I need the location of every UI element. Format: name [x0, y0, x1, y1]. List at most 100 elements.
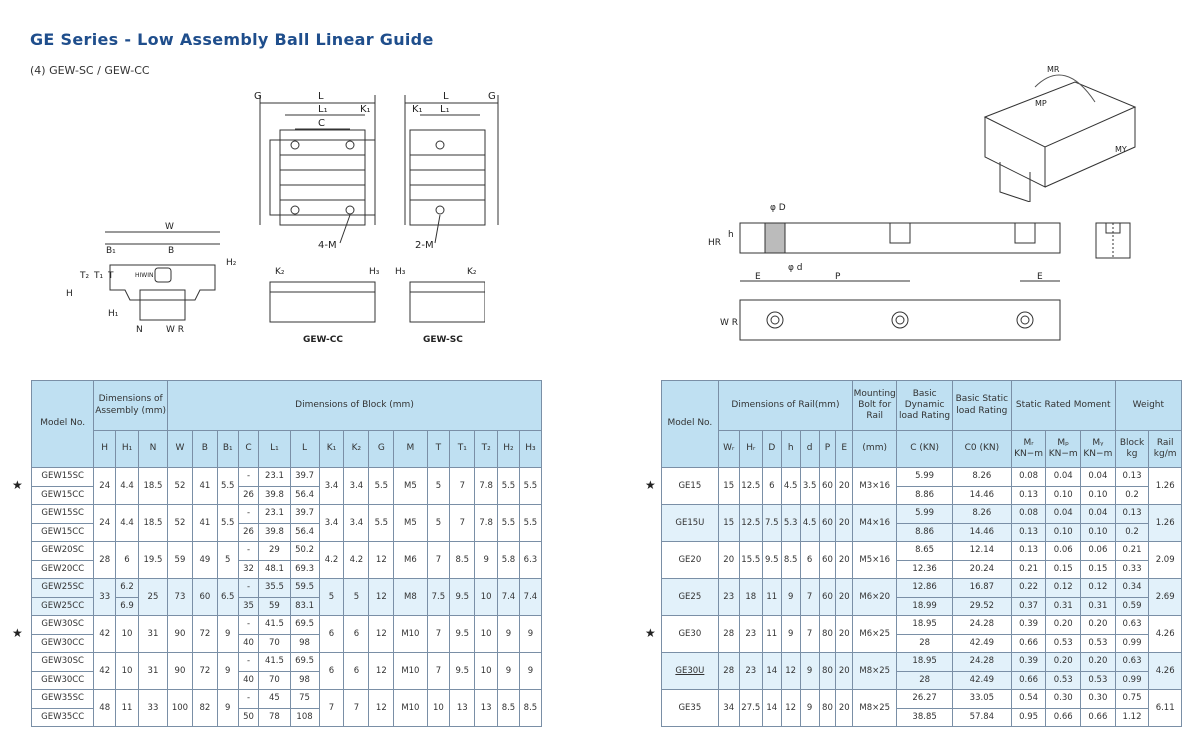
cell-block: 0.13 [1114, 467, 1150, 487]
cell-d: 7 [799, 578, 820, 616]
cell-l: 56.4 [289, 485, 320, 505]
cell-n: 31 [137, 615, 169, 653]
cell-my: 0.15 [1080, 559, 1116, 579]
cell-c: 35 [237, 596, 260, 616]
cell-mp: 0.53 [1045, 633, 1082, 653]
cell-w: 52 [167, 467, 193, 505]
rail-col-header-mr: Mᵣ KN−m [1010, 430, 1047, 468]
cell-e: 20 [835, 578, 854, 616]
cell-w: 59 [167, 541, 193, 579]
cell-mr: 0.95 [1010, 707, 1047, 727]
block-col-header: T [426, 430, 451, 468]
cell-l: 83.1 [289, 596, 320, 616]
header-model-no: Model No. [30, 380, 95, 468]
label-T2: T₂ [79, 271, 89, 281]
rail-col-header-my: Mᵧ KN−m [1080, 430, 1116, 468]
cell-t: 7.5 [426, 578, 451, 616]
caption-gew-cc: GEW-CC [303, 335, 343, 345]
cell-my: 0.20 [1080, 652, 1116, 672]
cell-mr: 0.39 [1010, 615, 1047, 635]
cell-m: M5 [393, 504, 428, 542]
cell-t: 5 [426, 504, 451, 542]
cell-c: 5.99 [896, 467, 953, 487]
cell-c: 18.95 [896, 615, 953, 635]
cell-b: 49 [191, 541, 218, 579]
header-block: Dimensions of Block (mm) [167, 380, 542, 431]
cell-my: 0.53 [1080, 633, 1116, 653]
model-cell: GEW15SC [30, 467, 95, 487]
model-cell: GEW15CC [30, 522, 95, 542]
cell-l1: 29 [258, 541, 291, 561]
rail-col-header: E [835, 430, 854, 468]
page-title: GE Series - Low Assembly Ball Linear Gui… [30, 30, 434, 49]
label-WR-rail: W R [720, 318, 738, 328]
cell-c0: 14.46 [951, 485, 1012, 505]
cell-d: 7.5 [761, 504, 782, 542]
rail-model-cell[interactable]: GE30U [661, 652, 719, 690]
cell-d: 11 [761, 578, 782, 616]
cell-b1: 9 [216, 652, 239, 690]
cell-c: 50 [237, 707, 260, 727]
cell-c: 26.27 [896, 689, 953, 709]
cell-c: - [237, 689, 260, 709]
cell-my: 0.53 [1080, 670, 1116, 690]
cell-k1: 6 [318, 615, 345, 653]
cell-my: 0.10 [1080, 522, 1116, 542]
cell-h2: 5.5 [497, 504, 520, 542]
cell-e: 20 [835, 541, 854, 579]
cell-g: 12 [368, 652, 395, 690]
cell-d: 14 [761, 652, 782, 690]
label-4M: 4-M [318, 240, 337, 251]
cell-block: 0.33 [1114, 559, 1150, 579]
label-G: G [254, 91, 262, 102]
cell-k1: 6 [318, 652, 345, 690]
cell-block: 0.2 [1114, 485, 1150, 505]
cell-mr: 0.13 [1010, 485, 1047, 505]
label-L1-sc: L₁ [440, 104, 450, 115]
cell-t: 7 [426, 652, 451, 690]
cell-d: 3.5 [799, 467, 820, 505]
cell-l: 69.3 [289, 559, 320, 579]
cell-m: M8 [393, 578, 428, 616]
block-col-header: G [368, 430, 395, 468]
label-MP: MP [1035, 99, 1047, 108]
cell-c: 40 [237, 633, 260, 653]
cell-my: 0.12 [1080, 578, 1116, 598]
cell-t2: 9 [474, 541, 499, 579]
cell-h3: 9 [518, 615, 543, 653]
cell-h1: 10 [115, 652, 139, 690]
rail-drawing: φ D φ d h HR E P E W R [708, 203, 1061, 341]
cell-h3: 5.5 [518, 467, 543, 505]
header-mounting-bolt: Mounting Bolt for Rail [852, 380, 898, 431]
cell-t: 10 [426, 689, 451, 727]
cell-c: 12.36 [896, 559, 953, 579]
cell-d: 9 [799, 652, 820, 690]
cell-h: 24 [93, 467, 117, 505]
label-K2-sc: K₂ [467, 267, 477, 277]
block-3d-moment-drawing: MR MP MY [983, 65, 1137, 202]
cell-b: 72 [191, 652, 218, 690]
cell-l: 108 [289, 707, 320, 727]
cell-block: 0.59 [1114, 596, 1150, 616]
header-weight: Weight [1114, 380, 1183, 431]
cell-t2: 10 [474, 615, 499, 653]
cell-mp: 0.10 [1045, 485, 1082, 505]
cell-h: 33 [93, 578, 117, 616]
cell-w: 73 [167, 578, 193, 616]
cell-h2: 5.5 [497, 467, 520, 505]
cell-l: 69.5 [289, 652, 320, 672]
cell-n: 33 [137, 689, 169, 727]
rail-model-cell: GE20 [661, 541, 719, 579]
cell-my: 0.31 [1080, 596, 1116, 616]
cell-block: 0.34 [1114, 578, 1150, 598]
model-cell: GEW20SC [30, 541, 95, 561]
cell-k1: 3.4 [318, 467, 345, 505]
block-col-header: T₂ [474, 430, 499, 468]
model-cell: GEW35CC [30, 707, 95, 727]
cell-rail-weight: 4.26 [1148, 652, 1182, 690]
cell-h2: 8.5 [497, 689, 520, 727]
